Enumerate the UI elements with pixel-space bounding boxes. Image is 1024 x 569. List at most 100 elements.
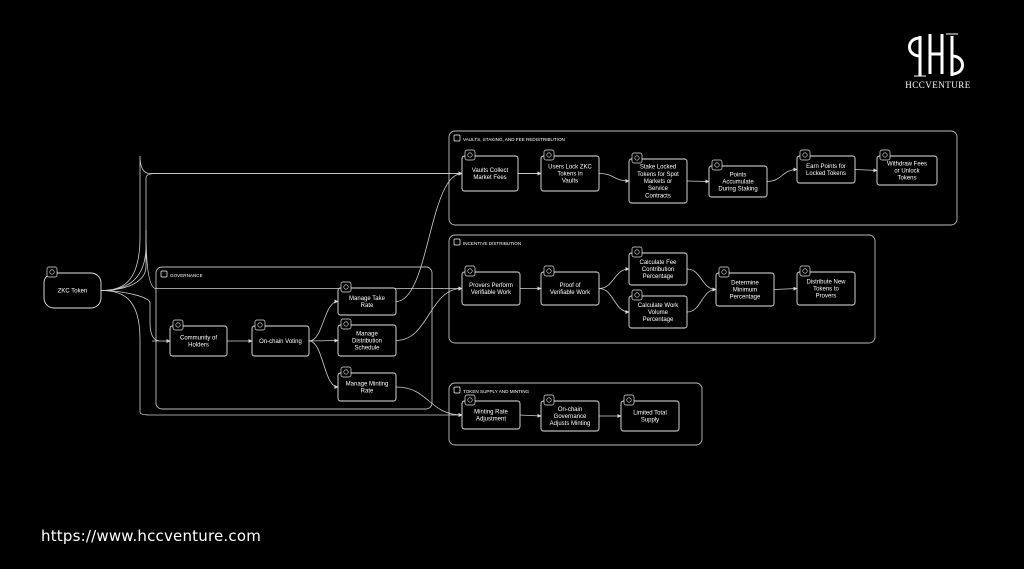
edge-v3-v4 [686, 179, 710, 184]
sliders-icon [464, 394, 476, 406]
edge-zkc-g1 [100, 290, 171, 343]
edge-g3-v1 [395, 171, 463, 302]
percent-icon [340, 281, 352, 293]
coins-icon [799, 265, 811, 277]
edge-i3-i5 [686, 268, 717, 292]
group-vaults: VAULTS, STAKING, AND FEE REDISTRIBUTION [448, 130, 958, 226]
edge-g4-i1 [395, 286, 463, 341]
vote-icon [543, 394, 555, 406]
percent-icon [631, 246, 643, 258]
logo-mark-icon [908, 33, 964, 77]
wallet-icon [879, 149, 891, 161]
edge-i2-i3 [598, 267, 630, 289]
brand-name: HCCVENTURE [905, 80, 971, 90]
edge-g2-g4 [308, 338, 339, 343]
edge-i2-i4 [598, 288, 630, 314]
edge-i4-i5 [686, 287, 717, 313]
edge-g2-g5 [308, 340, 339, 389]
group-supply: TOKEN SUPPLY AND MINTING [448, 382, 703, 446]
edge-v4-v5 [766, 167, 798, 182]
group-title: GOVERNANCE [170, 273, 203, 278]
group-incentive: INCENTIVE DISTRIBUTION [448, 234, 876, 344]
group-title: VAULTS, STAKING, AND FEE REDISTRIBUTION [463, 137, 565, 142]
group-title: INCENTIVE DISTRIBUTION [463, 241, 521, 246]
check-circle-icon [254, 319, 266, 331]
users-icon [172, 319, 184, 331]
coins-icon [453, 238, 461, 246]
edge-g2-g3 [308, 299, 339, 342]
footer-url[interactable]: https://www.hccventure.com [41, 527, 262, 545]
edge-zkc-s1 [100, 290, 463, 417]
vault-icon [453, 134, 461, 142]
dollar-icon [46, 266, 58, 278]
node-g2[interactable]: On-chain Voting [251, 319, 310, 357]
edge-zkc-i1 [100, 229, 463, 291]
award-icon [799, 149, 811, 161]
node-zkc[interactable]: ZKC Token [43, 266, 102, 309]
file-check-icon [543, 265, 555, 277]
cpu-icon [464, 265, 476, 277]
group-governance: GOVERNANCE [155, 266, 433, 410]
lock-icon [543, 149, 555, 161]
edge-i5-i6 [773, 286, 798, 291]
sliders-icon [340, 366, 352, 378]
chart-icon [631, 152, 643, 164]
edge-g5-s1 [395, 386, 463, 417]
activity-icon [631, 289, 643, 301]
filter-icon [718, 266, 730, 278]
calendar-icon [340, 318, 352, 330]
brand-logo: HCCVENTURE [898, 30, 978, 92]
edge-zkc-v1 [100, 155, 463, 291]
node-label: On-chain Voting [259, 339, 302, 345]
target-icon [711, 159, 723, 171]
node-label: ZKC Token [58, 289, 88, 295]
coin-icon [453, 386, 461, 394]
edge-s1-s2 [519, 413, 542, 418]
users-icon [160, 270, 168, 278]
group-title: TOKEN SUPPLY AND MINTING [463, 389, 530, 394]
vault-icon [464, 149, 476, 161]
edge-v2-v3 [598, 173, 630, 183]
edge-v5-v6 [854, 168, 878, 173]
